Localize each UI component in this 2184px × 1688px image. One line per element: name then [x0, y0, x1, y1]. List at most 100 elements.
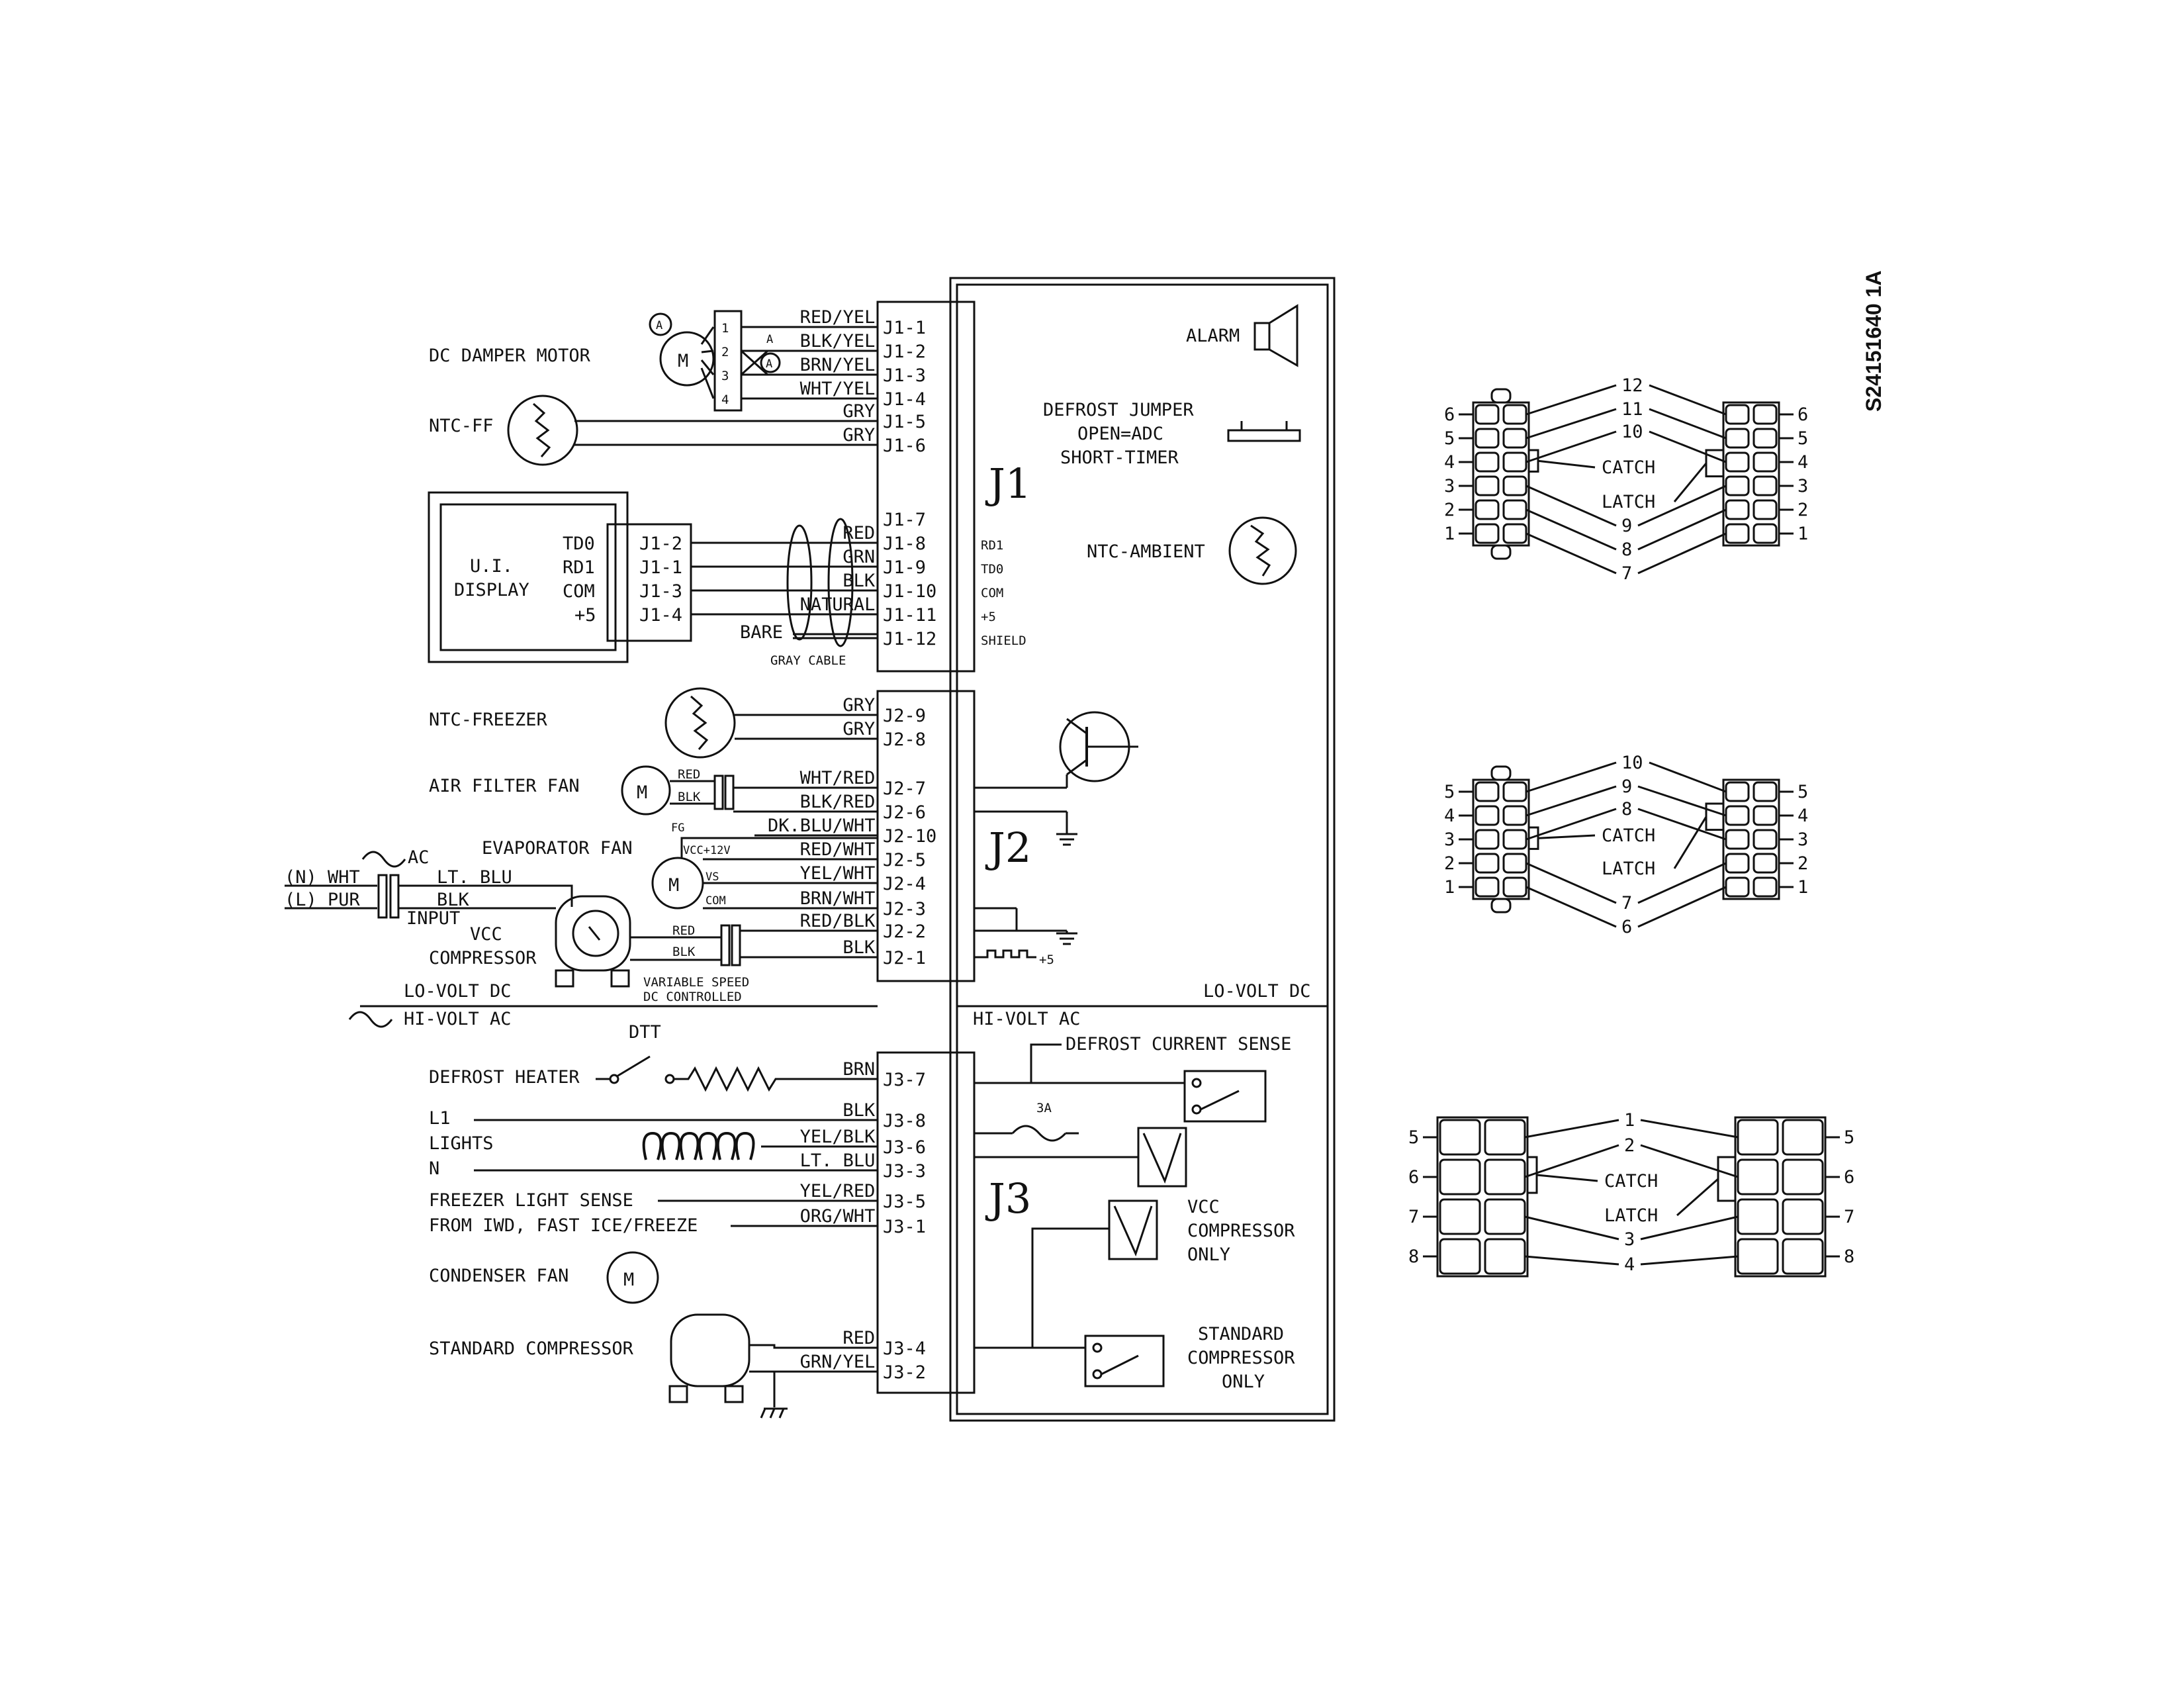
vcc-compressor-only-2: COMPRESSOR [1187, 1221, 1295, 1241]
connector-pin-number: 9 [1621, 516, 1632, 536]
pin-label: J2-6 [883, 802, 926, 823]
damper-lead [700, 359, 715, 375]
catch-label: CATCH [1604, 1171, 1658, 1192]
pin-label: J1-12 [883, 629, 936, 649]
lt-blu-label: LT. BLU [437, 867, 512, 888]
dc-plus5-label: +5 [1039, 953, 1054, 967]
connector-pin-number: 12 [1621, 375, 1643, 396]
td0-label: TD0 [563, 534, 595, 554]
damper-pin-number: 2 [721, 345, 729, 359]
connector-pin-number: 8 [1621, 539, 1632, 560]
wire-color-label: BLK [842, 1100, 876, 1121]
leader-line [1637, 785, 1727, 817]
leader-line [1525, 808, 1617, 841]
evaporator-fan-label: EVAPORATOR FAN [482, 838, 633, 859]
connector-cavity [1752, 523, 1778, 544]
connector-cavity [1737, 1238, 1779, 1275]
latch-tab [1705, 802, 1725, 831]
lights-coil-icon [642, 1131, 878, 1160]
connector-pin-number: 9 [1621, 776, 1632, 797]
catch-label: CATCH [1602, 825, 1655, 846]
connector-pin-number: 8 [1844, 1246, 1854, 1267]
leader-line [1524, 1215, 1619, 1241]
wire-color-label: NATURAL [800, 594, 876, 615]
fg-label: FG [671, 821, 684, 835]
leader-line [1525, 532, 1617, 575]
defrost-heater-label: DEFROST HEATER [429, 1067, 580, 1088]
connector-pin-number: 1 [1797, 524, 1808, 544]
leader-line [1525, 862, 1617, 904]
crossing-a-letter: A [766, 357, 772, 371]
connector-pin-number: 6 [1844, 1167, 1854, 1188]
fuse-3a-label: 3A [1036, 1101, 1052, 1115]
connector-pin-number: 7 [1844, 1207, 1854, 1227]
comp-red-label: RED [672, 923, 695, 938]
connector-pin-number: 5 [1797, 782, 1808, 802]
connector-cavity [1752, 805, 1778, 826]
j3-connector-block [876, 1051, 976, 1394]
wire-color-label: RED [842, 1328, 875, 1348]
rd1-label: RD1 [563, 557, 595, 578]
connector-cavity [1502, 876, 1527, 898]
std-comp-only-3: ONLY [1222, 1372, 1265, 1392]
pin-label: J2-10 [883, 826, 936, 847]
vcc-compressor-only-3: ONLY [1187, 1244, 1230, 1265]
connector-pin-number: 11 [1621, 399, 1643, 420]
connector-pin-number: 10 [1621, 753, 1643, 773]
connector-body [1436, 1116, 1529, 1278]
alarm-speaker-icon [1253, 304, 1298, 367]
com-pin-label: COM [981, 586, 1003, 600]
pin-label: J2-5 [883, 850, 926, 870]
wire-color-label: BRN/YEL [800, 355, 876, 375]
connector-cavity [1782, 1238, 1824, 1275]
connector-pin-number: 3 [1444, 476, 1455, 496]
connector-cavity [1737, 1158, 1779, 1196]
std-comp-only-2: COMPRESSOR [1187, 1348, 1295, 1368]
current-sense-leader [1030, 1043, 1062, 1083]
j2-label: J2 [985, 823, 1031, 872]
wire-color-label: WHT/RED [800, 768, 876, 788]
pin-label: J1-9 [883, 557, 926, 578]
connector-pin-number: 7 [1621, 563, 1632, 584]
pin-label: J2-2 [883, 921, 926, 942]
dtt-switch-icon [596, 1055, 675, 1084]
latch-tab [1717, 1156, 1737, 1202]
damper-terminal-block [713, 310, 743, 412]
pin-label: J1-7 [883, 510, 926, 530]
hi-volt-ac-label: HI-VOLT AC [404, 1009, 512, 1029]
dc-damper-motor-label: DC DAMPER MOTOR [429, 346, 591, 366]
std-comp-only-1: STANDARD [1198, 1324, 1284, 1344]
condenser-fan-label: CONDENSER FAN [429, 1266, 569, 1286]
connector-pin-number: 10 [1621, 422, 1643, 442]
connector-cavity [1725, 404, 1750, 425]
damper-lead [700, 367, 715, 399]
pin-label: J1-8 [883, 534, 926, 554]
leader-line [1537, 834, 1596, 839]
thermistor-freezer-icon [664, 687, 736, 759]
latch-label: LATCH [1602, 859, 1655, 879]
connector-body [1472, 778, 1530, 900]
connector-pin-number: 2 [1444, 853, 1455, 874]
connector-cavity [1725, 853, 1750, 874]
connector-cavity [1752, 475, 1778, 496]
dc-controlled-label: DC CONTROLLED [643, 990, 742, 1004]
connector-cavity [1502, 475, 1527, 496]
wire-color-label: BRN [842, 1059, 875, 1080]
hi-volt-ac-symbol-icon [348, 1011, 393, 1028]
pin-label: J1-6 [883, 436, 926, 456]
ac-symbol-icon [361, 851, 406, 868]
leader-line [1525, 886, 1617, 928]
short-timer-label: SHORT-TIMER [1060, 447, 1179, 468]
a-callout-icon: A [649, 312, 672, 336]
connector-cavity [1752, 404, 1778, 425]
connector-pin-number: 8 [1621, 799, 1632, 820]
wire-color-label: BLK [842, 571, 876, 591]
leader-line [1525, 761, 1617, 793]
wire-color-label: BLK/RED [800, 792, 876, 812]
gray-cable-label: GRAY CABLE [770, 653, 846, 668]
dtt-label: DTT [629, 1022, 661, 1043]
connector-pin-number: 5 [1844, 1127, 1854, 1148]
board-lo-volt-dc-label: LO-VOLT DC [1203, 981, 1311, 1002]
lt-blu-wire [398, 884, 573, 907]
